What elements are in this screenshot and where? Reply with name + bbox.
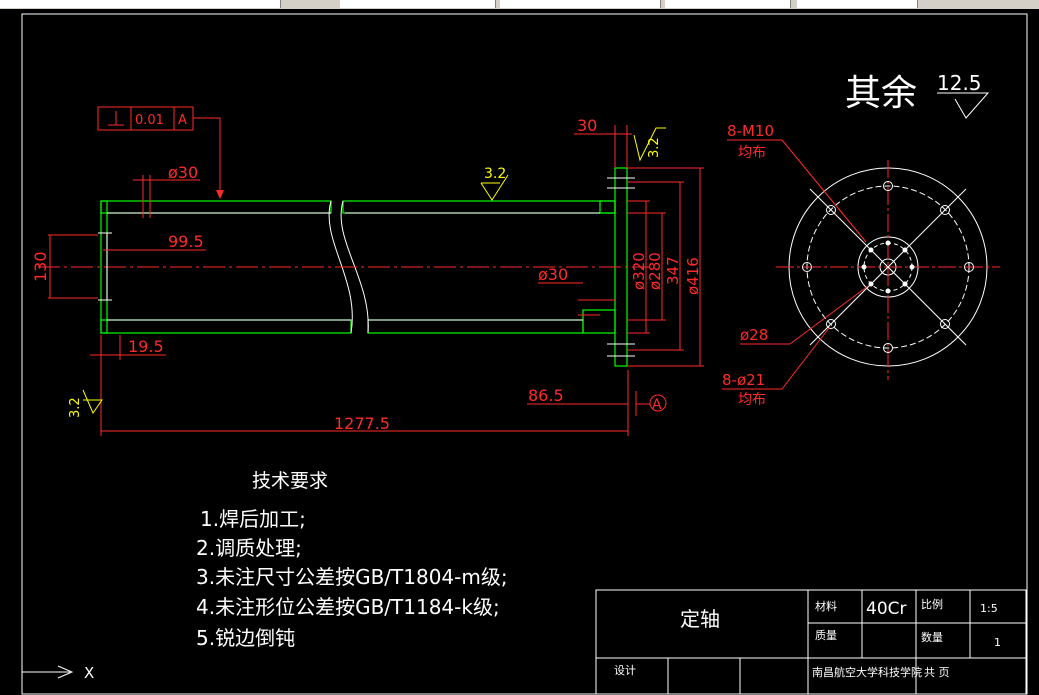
scale-value: 1:5	[980, 602, 998, 615]
svg-text:19.5: 19.5	[128, 337, 164, 356]
roughness-remaining-label: 其余	[845, 73, 917, 114]
tolerance-frame: 0.01 A	[97, 106, 224, 199]
sheets-label: 共 页	[924, 666, 950, 679]
svg-text:130: 130	[31, 251, 50, 282]
mass-label: 质量	[815, 629, 837, 642]
svg-text:3.2: 3.2	[484, 166, 506, 182]
dimension-30-flange: 30	[574, 116, 632, 168]
drawing-tab-4[interactable]	[797, 0, 918, 8]
ucs-x-label: X	[84, 664, 94, 682]
toolbar-strip	[0, 0, 281, 8]
tech-req-item-3: 3.未注尺寸公差按GB/T1804-m级;	[196, 565, 508, 589]
roughness-3-2-left: 3.2	[68, 389, 103, 418]
svg-text:347: 347	[664, 256, 682, 285]
dimension-d416: ø416	[627, 167, 704, 367]
dimension-d30-right: ø30	[538, 265, 615, 316]
title-block: 定轴 材料 40Cr 比例 1:5 质量 数量 1 设计 南昌航空大学科技学院 …	[595, 589, 1027, 695]
svg-text:ø280: ø280	[646, 252, 664, 290]
svg-text:ø416: ø416	[684, 257, 702, 295]
designer-label: 设计	[614, 664, 636, 677]
scale-label: 比例	[921, 597, 943, 611]
tolerance-datum: A	[178, 113, 187, 128]
dimension-130: 130	[31, 234, 98, 299]
callout-8-d21: 8-ø21 均布	[722, 327, 830, 408]
ucs-axis-icon: X	[22, 664, 94, 682]
svg-text:86.5: 86.5	[528, 386, 564, 405]
svg-text:均布: 均布	[738, 392, 766, 408]
dimension-d30-top: ø30	[133, 163, 200, 218]
svg-text:ø30: ø30	[538, 265, 568, 284]
material-value: 40Cr	[866, 599, 907, 619]
roughness-3-2-top: 3.2	[480, 166, 509, 201]
dimension-86-5: 86.5 A	[527, 386, 667, 416]
tech-req-item-2: 2.调质处理;	[196, 536, 302, 560]
shaft-section-view	[38, 167, 650, 367]
svg-text:3.2: 3.2	[647, 137, 662, 158]
roughness-3-2-flange: 3.2	[633, 127, 666, 162]
svg-text:99.5: 99.5	[168, 232, 204, 251]
dimension-19-5: 19.5	[90, 335, 166, 360]
part-name: 定轴	[680, 607, 720, 631]
window-tab-strip	[0, 0, 1039, 9]
school-name: 南昌航空大学科技学院	[812, 665, 922, 679]
dimension-d280: ø280	[627, 212, 666, 321]
tech-req-title: 技术要求	[252, 470, 328, 492]
svg-text:8-M10: 8-M10	[727, 122, 774, 140]
svg-text:3.2: 3.2	[68, 397, 83, 418]
dimension-d320: ø320	[627, 200, 650, 334]
drawing-tab-2[interactable]	[500, 0, 661, 8]
material-label: 材料	[815, 599, 837, 613]
tech-req-item-1: 1.焊后加工;	[200, 507, 306, 531]
svg-text:均布: 均布	[738, 145, 766, 161]
drawing-tab-1[interactable]	[340, 0, 496, 8]
svg-text:ø320: ø320	[630, 252, 648, 290]
drawing-border	[21, 13, 1028, 695]
drawing-tab-3[interactable]	[665, 0, 791, 8]
callout-d28: ø28	[740, 285, 869, 345]
callout-8-m10: 8-M10 均布	[727, 122, 867, 243]
flange-end-view	[776, 160, 1000, 380]
tolerance-value: 0.01	[135, 113, 164, 128]
quantity-label: 数量	[921, 631, 943, 644]
tech-req-item-5: 5.锐边倒钝	[196, 626, 295, 650]
dimension-1277-5: 1277.5	[100, 335, 629, 436]
svg-text:ø30: ø30	[168, 163, 198, 182]
datum-a-label: A	[652, 397, 662, 413]
svg-text:8-ø21: 8-ø21	[722, 371, 765, 389]
svg-text:1277.5: 1277.5	[334, 414, 390, 433]
svg-text:30: 30	[577, 116, 597, 135]
quantity-value: 1	[994, 636, 1001, 649]
tech-req-item-4: 4.未注形位公差按GB/T1184-k级;	[196, 595, 500, 619]
dimension-99-5: 99.5	[103, 232, 206, 251]
roughness-value: 12.5	[937, 71, 982, 95]
dimension-347: 347	[627, 181, 684, 351]
svg-text:ø28: ø28	[740, 326, 768, 344]
roughness-symbol-icon	[937, 92, 990, 119]
